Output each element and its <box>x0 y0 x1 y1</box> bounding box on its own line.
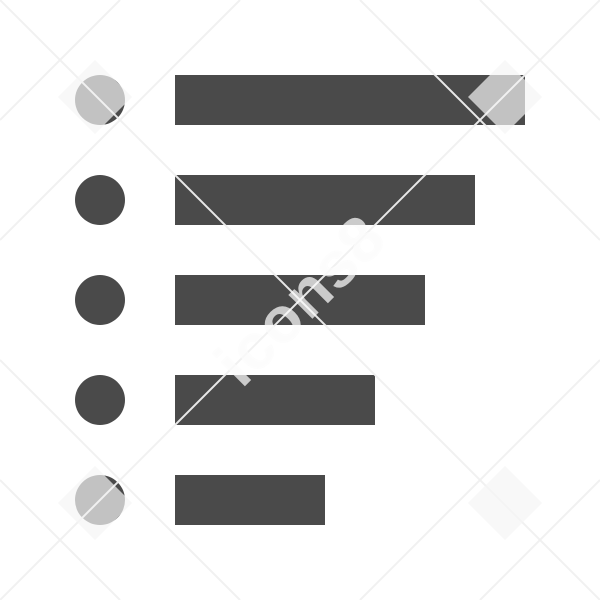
list-bullet <box>75 475 125 525</box>
list-line <box>175 75 525 125</box>
list-line <box>175 475 325 525</box>
list-bullet <box>75 275 125 325</box>
list-line <box>175 375 375 425</box>
list-bullet <box>75 75 125 125</box>
list-line <box>175 175 475 225</box>
list-bullet <box>75 375 125 425</box>
list-bullet <box>75 175 125 225</box>
